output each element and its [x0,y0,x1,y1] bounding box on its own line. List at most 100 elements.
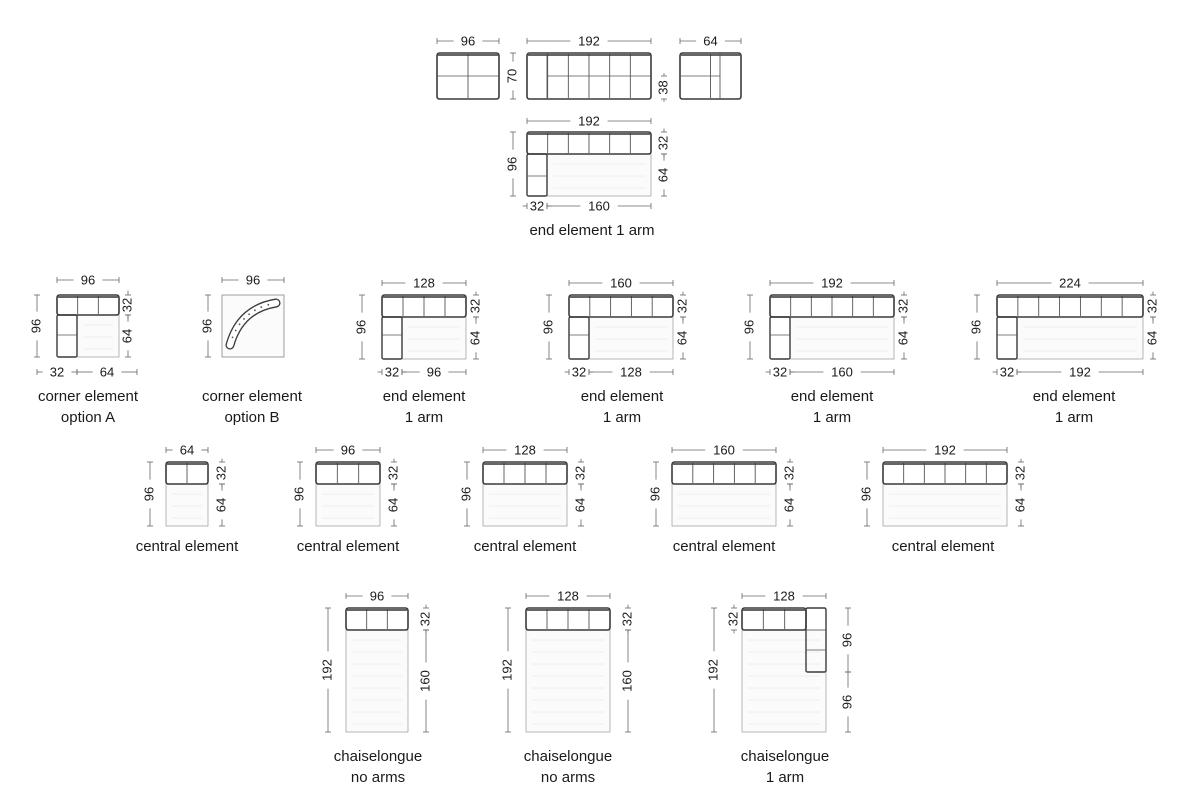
label-depth: 192 [319,659,334,681]
label-seat: 64 [655,168,670,182]
label-depth: 96 [141,487,156,501]
label-width: 64 [180,442,194,457]
corner-element-option-a: 96 96 32 64 32 64 [28,272,138,379]
label-width: 96 [81,272,95,287]
backrest-cushions [525,607,611,631]
label-width: 128 [773,588,795,603]
seat-cushion [1016,316,1144,360]
label-seat: 64 [119,329,134,343]
label-back: 32 [1144,299,1159,313]
seat-cushion [588,316,674,360]
backrest-cushions [381,294,467,318]
armrest [568,316,590,360]
label-back: 32 [119,298,134,312]
label-depth: 96 [858,487,873,501]
label-seat: 64 [213,498,228,512]
seat-cushion [546,153,652,197]
armrest [996,316,1018,360]
seat-cushion [165,483,209,527]
label-width: 160 [713,442,735,457]
label-seat-width: 64 [100,364,114,379]
caption-top-end: end element 1 arm [529,222,655,239]
label-height: 70 [504,69,519,83]
label-seat: 64 [467,331,482,345]
label-width: 96 [341,442,355,457]
label-seat: 64 [385,498,400,512]
label-arm-depth-2: 96 [839,695,854,709]
label-depth: 96 [28,319,43,333]
label-seat: 160 [417,670,432,692]
backrest-cushions [345,607,409,631]
label-back: 32 [725,612,740,626]
label-depth: 96 [647,487,662,501]
label-seat: 64 [1144,331,1159,345]
label-arm: 32 [50,364,64,379]
label-width: 128 [514,442,536,457]
label-backrest-width: 192 [578,33,600,48]
label-seat: 64 [781,498,796,512]
caption-central-192: central element [891,538,995,555]
label-arm: 32 [385,364,399,379]
label-back: 32 [655,136,670,150]
seat-cushion [76,314,120,358]
top-side-view: 64 [679,33,742,100]
armrest [805,607,827,673]
backrest-cushions [315,461,381,485]
backrest-cushions [526,131,652,155]
label-depth: 96 [968,320,983,334]
label-width: 96 [370,588,384,603]
seat-cushion [671,483,777,527]
label-depth: 96 [504,157,519,171]
curved-backrest-fill [226,299,280,349]
label-seat-width: 192 [1069,364,1091,379]
label-depth: 96 [540,320,555,334]
seat-cushion [401,316,467,360]
label-back: 32 [385,466,400,480]
caption-central-128: central element [473,538,577,555]
label-back: 32 [619,612,634,626]
backrest-cushions [741,607,807,631]
label-back: 32 [674,299,689,313]
label-width: 192 [821,275,843,290]
seat-cushion [789,316,895,360]
caption-central-160: central element [672,538,776,555]
label-depth: 192 [705,659,720,681]
label-depth: 96 [291,487,306,501]
armrest [381,316,403,360]
label-seat-width: 160 [588,198,610,213]
armrest [526,153,548,197]
label-depth: 96 [458,487,473,501]
label-side-width: 64 [703,33,717,48]
cushion-seam [248,313,251,316]
backrest-cushions [671,461,777,485]
label-width: 128 [557,588,579,603]
seat-cushion [345,629,409,733]
label-back: 32 [467,299,482,313]
caption-central-96: central element [296,538,400,555]
central-element-96: 96 96 32 64 [291,442,400,527]
label-width: 192 [578,113,600,128]
label-back: 32 [1012,466,1027,480]
label-width: 224 [1059,275,1081,290]
backrest-cushions [882,461,1008,485]
label-arm: 32 [1000,364,1014,379]
seat-cushion [741,629,827,733]
armrest [769,316,791,360]
backrest-cushions [769,294,895,318]
backrest-cushions [165,461,209,485]
